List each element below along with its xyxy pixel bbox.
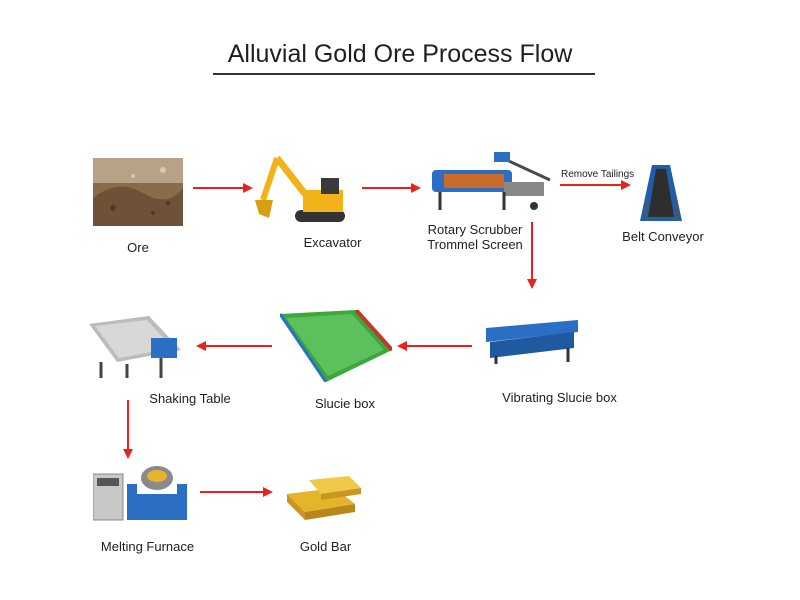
- shaking-table-icon: [89, 316, 181, 378]
- ore-pile-icon: [93, 158, 183, 226]
- excavator-icon: [255, 155, 345, 222]
- shaking-table-label: Shaking Table: [149, 391, 231, 406]
- vibrating-sluice-stage: [482, 318, 582, 364]
- scrubber-label-line2: Trommel Screen: [427, 237, 523, 252]
- remove-tailings-label: Remove Tailings: [561, 169, 635, 180]
- vibrating-sluice-label: Vibrating Slucie box: [502, 390, 617, 405]
- gold-bar-icon: [287, 476, 361, 520]
- melting-furnace-icon: [92, 466, 187, 521]
- trommel-icon: [432, 152, 551, 210]
- scrubber-label-line1: Rotary Scrubber: [427, 222, 523, 237]
- vibrating-sluice-icon: [486, 320, 578, 364]
- belt-conveyor-label: Belt Conveyor: [622, 229, 704, 244]
- excavator-label: Excavator: [303, 235, 362, 250]
- melting-furnace-stage: [92, 464, 189, 528]
- melting-furnace-label: Melting Furnace: [100, 539, 195, 554]
- scrubber-stage: [424, 152, 556, 214]
- ore-label: Ore: [127, 240, 149, 255]
- sluice-box-label: Slucie box: [315, 396, 375, 411]
- excavator-stage: [255, 152, 355, 230]
- belt-conveyor-stage: [636, 165, 686, 223]
- shaking-table-stage: [87, 316, 183, 380]
- belt-conveyor-icon: [640, 165, 682, 221]
- gold-bar-label: Gold Bar: [299, 539, 352, 554]
- title-underline: [213, 73, 595, 75]
- sluice-box-icon: [278, 308, 394, 383]
- ore-stage: [93, 158, 183, 226]
- diagram-title: Alluvial Gold Ore Process Flow: [227, 40, 573, 68]
- gold-bar-stage: [283, 474, 363, 520]
- sluice-box-stage: [278, 308, 394, 383]
